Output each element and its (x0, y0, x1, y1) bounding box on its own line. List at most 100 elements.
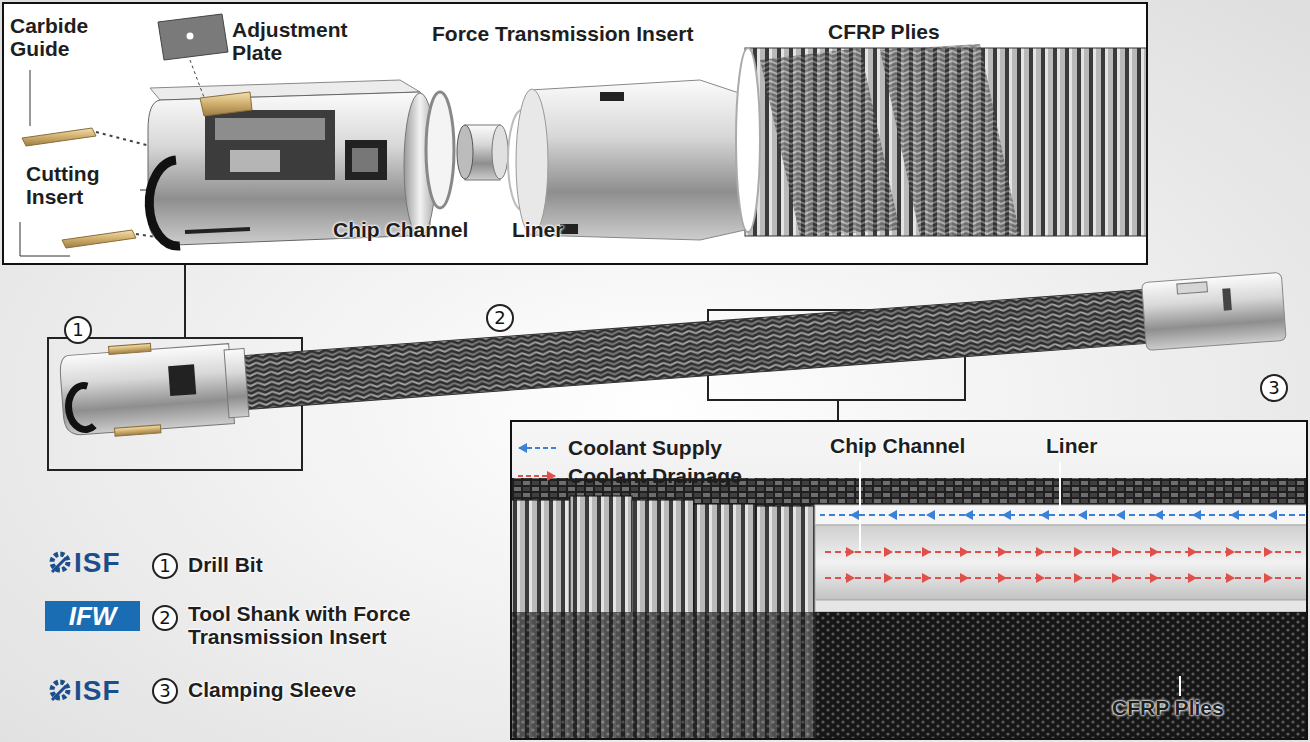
coolant-arrows (1154, 510, 1163, 520)
legend-sample (518, 443, 527, 453)
exploded-view (215, 118, 325, 140)
coolant-arrows (1040, 510, 1049, 520)
coolant-arrows (1074, 573, 1083, 583)
coolant-arrows (1264, 547, 1273, 557)
exploded-view (62, 230, 136, 248)
coolant-arrows (926, 510, 935, 520)
logo-icon (52, 558, 66, 572)
coolant-arrows (1074, 547, 1083, 557)
cross-section (859, 462, 861, 552)
exploded-view (22, 128, 96, 146)
tool-assembly (108, 343, 150, 354)
logo-icon (52, 686, 66, 700)
coolant-arrows (960, 547, 969, 557)
part-label: Chip Channel (333, 218, 503, 241)
tool-assembly (115, 425, 161, 436)
coolant-arrows (964, 510, 973, 520)
leader-line (184, 265, 186, 338)
exploded-view (352, 148, 378, 172)
leader-line (837, 400, 839, 420)
coolant-arrows (1150, 573, 1159, 583)
part-label: Chip Channel (830, 434, 1000, 457)
inset-background (2, 2, 1148, 265)
cross-section (510, 612, 816, 740)
exploded-view (457, 125, 473, 179)
legend-sample (518, 471, 556, 481)
exploded-view (200, 92, 252, 116)
coolant-arrows (960, 573, 969, 583)
tool-assembly (59, 344, 234, 436)
legend-samples (518, 443, 556, 481)
institute-logo: IFW (45, 601, 140, 631)
coolant-arrows (1150, 547, 1159, 557)
coolant-arrows (1226, 573, 1235, 583)
part-label: Liner (1046, 434, 1136, 457)
legend-label: Tool Shank with Force Transmission Inser… (188, 602, 453, 648)
callout-number: 2 (486, 304, 514, 332)
exploded-view (760, 48, 900, 236)
exploded-view (600, 92, 624, 101)
coolant-arrows (998, 547, 1007, 557)
coolant-arrows (1002, 510, 1011, 520)
legend-label: Clamping Sleeve (188, 678, 408, 701)
part-label: Force Transmission Insert (432, 22, 762, 45)
exploded-view (880, 44, 1020, 236)
exploded-view (185, 229, 250, 232)
exploded-view (187, 33, 194, 40)
coolant-arrows (820, 510, 1305, 583)
legend-sample (518, 443, 556, 453)
coolant-arrows (1188, 547, 1197, 557)
exploded-view (205, 110, 335, 180)
callout-number: 1 (64, 316, 92, 344)
cross-section (1179, 676, 1181, 696)
part-label: Adjustment Plate (232, 18, 364, 64)
coolant-arrows (1078, 510, 1087, 520)
coolant-arrows (1112, 573, 1121, 583)
tool-assembly (1142, 272, 1287, 350)
tool-assembly (1222, 288, 1232, 311)
inset-box: Carbide Guide Adjustment Plate Force Trans… (2, 2, 1148, 265)
tool-assembly (67, 385, 94, 431)
coolant-arrows (846, 573, 855, 583)
coolant-arrows (846, 547, 855, 557)
coolant-arrows (884, 573, 893, 583)
part-label: Carbide Guide (10, 14, 122, 60)
part-label: CFRP Plies (828, 20, 988, 43)
cross-section (815, 505, 1308, 525)
tool-assembly (240, 289, 1152, 410)
tool-assembly (59, 260, 1287, 439)
coolant-arrows (1264, 573, 1273, 583)
coolant-arrows (1116, 510, 1125, 520)
exploded-view (20, 14, 1148, 256)
legend-label: Coolant Drainage (568, 464, 742, 487)
legend-label: Coolant Supply (568, 436, 722, 459)
exploded-view (345, 140, 387, 180)
coolant-arrows (922, 573, 931, 583)
cross-section (510, 612, 1308, 740)
exploded-view (492, 125, 508, 179)
part-label: Cutting Insert (26, 162, 138, 208)
coolant-arrows (1036, 573, 1045, 583)
coolant-arrows (1036, 547, 1045, 557)
coolant-arrows (1230, 510, 1239, 520)
exploded-view (516, 89, 548, 235)
cross-section (815, 525, 1308, 600)
part-label: Liner (512, 218, 592, 241)
callout-number: 3 (152, 678, 178, 704)
callout-number: 1 (152, 553, 178, 579)
tool-assembly (1177, 282, 1208, 294)
exploded-view (20, 222, 70, 256)
coolant-arrows (1268, 510, 1277, 520)
institute-logo: ISF (74, 549, 121, 577)
tool-assembly (224, 349, 249, 418)
exploded-view (736, 48, 760, 232)
coolant-arrows (1226, 547, 1235, 557)
exploded-view (158, 14, 228, 60)
legend-sample (547, 471, 556, 481)
callout-number: 3 (1260, 374, 1288, 402)
coolant-arrows (884, 547, 893, 557)
exploded-view (190, 60, 205, 100)
exploded-view (30, 70, 31, 126)
